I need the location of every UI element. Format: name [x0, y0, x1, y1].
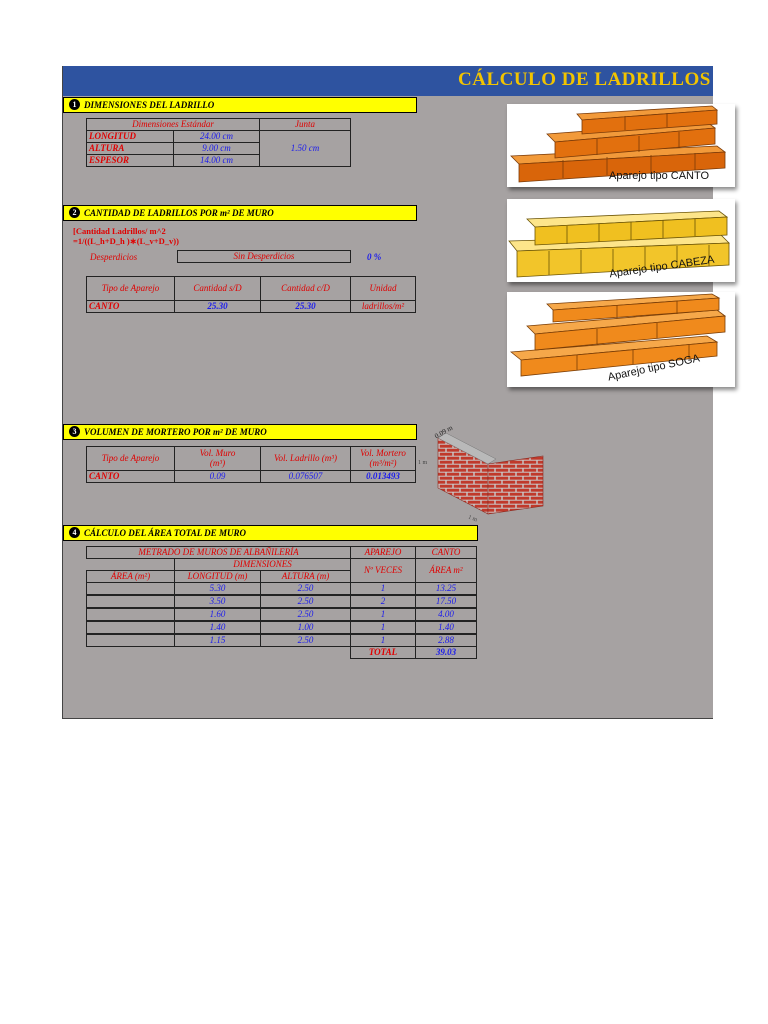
col-vol-ladrillo-header: Vol. Ladrillo (m³): [260, 446, 351, 471]
cell-area2: 13.25: [415, 582, 477, 595]
row3-aparejo: CANTO: [86, 470, 175, 483]
cell-area: [86, 634, 175, 647]
cell-altura[interactable]: 2.50: [260, 582, 351, 595]
row-unit: ladrillos/m²: [350, 300, 416, 313]
cell-longitud[interactable]: 1.15: [174, 634, 261, 647]
col-qty-sd-header: Cantidad s/D: [174, 276, 261, 301]
cell-longitud[interactable]: 3.50: [174, 595, 261, 608]
cell-altura[interactable]: 2.50: [260, 595, 351, 608]
brick-soga-icon: [509, 293, 727, 377]
cell-area2: 17.50: [415, 595, 477, 608]
number-3-icon: 3: [69, 426, 80, 437]
col-vol-muro-header: Vol. Muro (m³): [174, 446, 261, 471]
cell-veces[interactable]: 1: [350, 621, 416, 634]
total-label: TOTAL: [350, 646, 416, 659]
cell-altura[interactable]: 1.00: [260, 621, 351, 634]
brick-wall-icon: [437, 432, 544, 515]
row3-vol-muro: 0.09: [174, 470, 261, 483]
col-unit-header: Unidad: [350, 276, 416, 301]
cell-longitud[interactable]: 1.60: [174, 608, 261, 621]
row-qty-cd: 25.30: [260, 300, 351, 313]
row-aparejo: CANTO: [86, 300, 175, 313]
number-4-icon: 4: [69, 527, 80, 538]
cell-area: [86, 608, 175, 621]
cell-altura[interactable]: 2.50: [260, 608, 351, 621]
brick-wall-figure: 0.09 m 1 m 1 m: [418, 416, 548, 526]
row-label-espesor: ESPESOR: [86, 154, 174, 167]
cell-veces[interactable]: 2: [350, 595, 416, 608]
fig-label-height: 1 m: [418, 460, 428, 466]
total-value: 39.03: [415, 646, 477, 659]
cell-area: [86, 621, 175, 634]
row-qty-sd: 25.30: [174, 300, 261, 313]
col-qty-cd-header: Cantidad c/D: [260, 276, 351, 301]
cell-veces[interactable]: 1: [350, 582, 416, 595]
title-bar: CÁLCULO DE LADRILLOS Y: [63, 66, 713, 96]
number-1-icon: 1: [69, 99, 80, 110]
waste-select[interactable]: Sin Desperdicios: [177, 250, 351, 263]
cell-longitud[interactable]: 1.40: [174, 621, 261, 634]
cell-area: [86, 582, 175, 595]
col-aparejo3-header: Tipo de Aparejo: [86, 446, 175, 471]
brick-cabeza-icon: [508, 210, 730, 278]
cell-area2: 4.00: [415, 608, 477, 621]
waste-percent: 0 %: [367, 252, 382, 262]
image-aparejo-cabeza: Aparejo tipo CABEZA: [507, 199, 735, 282]
caption-canto: Aparejo tipo CANTO: [609, 170, 710, 182]
joint-value[interactable]: 1.50 cm: [259, 130, 351, 167]
page-title: CÁLCULO DE LADRILLOS Y: [458, 69, 713, 90]
cell-longitud[interactable]: 5.30: [174, 582, 261, 595]
image-aparejo-canto: Aparejo tipo CANTO: [507, 104, 735, 187]
number-2-icon: 2: [69, 207, 80, 218]
row3-vol-ladrillo: 0.076507: [260, 470, 351, 483]
brick-canto-icon: [510, 105, 727, 183]
row3-vol-mortero: 0.013493: [350, 470, 416, 483]
col-area2-header: ÁREA m²: [415, 558, 477, 583]
waste-label: Desperdicios: [90, 252, 138, 262]
cell-area2: 1.40: [415, 621, 477, 634]
formula-line1: [Cantidad Ladrillos/ m^2: [73, 226, 166, 236]
col-aparejo-header: Tipo de Aparejo: [86, 276, 175, 301]
image-aparejo-soga: Aparejo tipo SOGA: [507, 292, 735, 387]
cell-altura[interactable]: 2.50: [260, 634, 351, 647]
col-vol-mortero-header: Vol. Mortero (m³/m²): [350, 446, 416, 471]
value-espesor[interactable]: 14.00 cm: [173, 154, 260, 167]
formula-line2: =1/((L_h+D_h )∗(L_v+D_v)): [73, 236, 179, 246]
cell-area: [86, 595, 175, 608]
col-veces-header: Nº VECES: [350, 558, 416, 583]
cell-veces[interactable]: 1: [350, 608, 416, 621]
